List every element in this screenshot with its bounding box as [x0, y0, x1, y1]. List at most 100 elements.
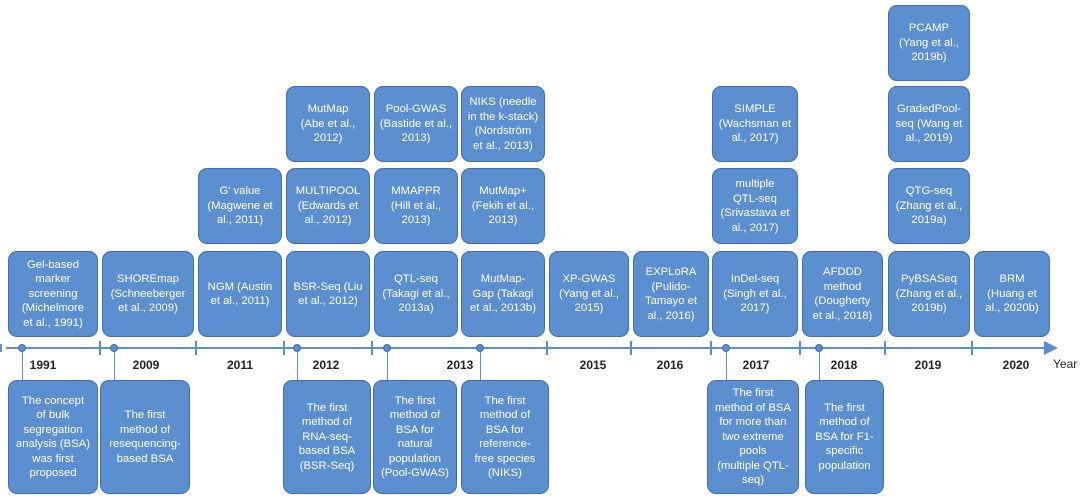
box-text-line: (Yang et al.,: [558, 287, 620, 300]
box-text-line: AFDDD: [823, 266, 862, 278]
box-text-line: (Hill et al.,: [390, 199, 442, 212]
year-divider: [884, 341, 886, 355]
box-text-line: MMAPPR: [391, 185, 441, 198]
box-text-line: The first: [394, 394, 436, 407]
year-divider: [99, 341, 101, 355]
method-box-pcamp: PCAMP(Yang et al.,2019b): [888, 5, 970, 81]
milestone-stem: [114, 348, 115, 380]
box-text-line: G' value: [219, 185, 261, 198]
box-text: QTL-seq(Takagi et al.,2013a): [382, 272, 449, 316]
year-label-2012: 2012: [312, 358, 340, 372]
box-text-line: (Wachsman et: [718, 117, 792, 130]
year-label-2015: 2015: [579, 358, 607, 372]
milestone-stem: [480, 348, 481, 380]
box-text-line: NGM (Austin: [207, 280, 273, 293]
box-text-line: 2013): [401, 132, 431, 145]
box-text-line: QTG-seq: [905, 185, 953, 198]
box-text-line: (Zhang et al.,: [895, 199, 963, 212]
axis-label: Year: [1053, 357, 1078, 371]
box-text-line: 2013): [401, 214, 431, 227]
box-text-line: SIMPLE: [734, 103, 776, 116]
box-text: InDel-seq(Singh et al.,2017): [723, 272, 786, 316]
box-text-line: 2015): [574, 302, 604, 315]
milestone-dot: [383, 344, 391, 352]
box-text-line: MULTIPOOL: [295, 185, 361, 198]
box-text-line: al., 2017): [731, 221, 779, 234]
milestone-dot: [722, 344, 730, 352]
box-text-line: (Takagi et al.,: [382, 287, 450, 300]
box-text-line: al., 2017): [731, 132, 779, 145]
year-divider: [630, 341, 632, 355]
axis-start-tick: [0, 344, 2, 352]
box-text-line: BSA for F1-: [815, 430, 874, 443]
box-text-line: XP-GWAS: [562, 273, 616, 286]
box-text-line: The first: [124, 409, 166, 421]
milestone-dot: [815, 344, 823, 352]
box-text-line: (Dougherty: [814, 295, 871, 307]
box-text-line: et al., 1991): [23, 316, 83, 329]
box-text-line: 2019a): [911, 214, 947, 227]
milestone-stem: [22, 348, 23, 380]
timeline-axis: [6, 347, 1046, 349]
box-text-line: MutMap: [307, 103, 349, 116]
box-text-line: multiple: [735, 178, 775, 190]
box-text: QTG-seq(Zhang et al., 2019a): [896, 184, 963, 228]
box-text-line: screening: [28, 287, 78, 300]
method-box-pool-gwas: Pool-GWAS(Bastide et al.,2013): [374, 86, 458, 162]
box-text-line: natural: [397, 438, 433, 450]
box-text-line: method of BSA: [715, 401, 791, 414]
box-text-line: Tamayo et: [644, 295, 698, 307]
box-text-line: (Edwards et: [297, 199, 359, 212]
box-text-line: al., 2019): [905, 132, 953, 145]
box-text-line: QTL-seq: [394, 273, 438, 286]
box-text-line: (Zhang et al.,: [895, 287, 963, 300]
year-divider: [710, 341, 712, 355]
box-text-line: resequencing-: [109, 438, 181, 450]
method-box-mmappr: MMAPPR(Hill et al., 2013): [374, 168, 458, 244]
box-text-line: population: [388, 452, 442, 465]
box-text-line: segregation: [23, 423, 83, 436]
box-text-line: (Magwene et: [207, 199, 273, 212]
box-text-line: proposed: [29, 467, 77, 479]
box-text-line: BSR-Seq (Liu: [293, 280, 363, 293]
box-text: MMAPPR(Hill et al., 2013): [391, 184, 441, 228]
box-text-line: analysis (BSA): [15, 438, 91, 450]
year-label-2018: 2018: [830, 358, 858, 372]
year-divider: [283, 341, 285, 355]
box-text-line: (multiple QTL-: [717, 459, 789, 472]
box-text-line: in the k-stack): [467, 110, 539, 123]
milestone-dot: [110, 344, 118, 352]
year-divider: [195, 341, 197, 355]
box-text-line: 2012): [313, 132, 343, 145]
box-text-line: MutMap-: [480, 273, 526, 286]
box-text-line: PyBSASeq: [901, 273, 957, 286]
method-box-xp-gwas: XP-GWAS(Yang et al., 2015): [549, 251, 629, 337]
milestone-dot: [293, 344, 301, 352]
box-text: PCAMP(Yang et al.,2019b): [899, 21, 959, 65]
box-text-line: population: [818, 459, 871, 472]
year-label-1991: 1991: [29, 358, 57, 372]
box-text-line: al., 2016): [647, 309, 695, 322]
box-text-line: et al., 2012): [298, 295, 358, 307]
box-text-line: pools: [739, 445, 767, 458]
milestone-stem: [297, 348, 298, 380]
box-text-line: QTL-seq: [733, 192, 777, 205]
box-text-line: (Abe et al.,: [300, 117, 356, 130]
